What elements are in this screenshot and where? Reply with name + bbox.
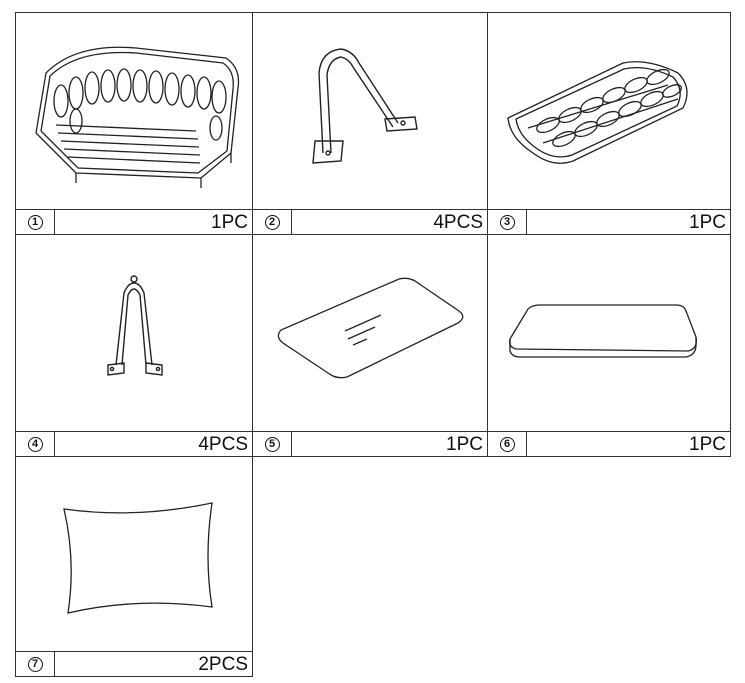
part-label-row: 2 4PCS [252, 210, 488, 235]
part-label-row: 1 1PC [15, 210, 253, 235]
part-image-box [15, 12, 253, 210]
part-label-row: 4 4PCS [15, 432, 253, 457]
rattan-seat-grid-icon [507, 61, 688, 164]
rattan-sofa-frame-icon [35, 46, 240, 188]
part-quantity: 1PC [211, 212, 248, 233]
part-cell-5: 5 1PC [252, 234, 488, 457]
part-image-box [252, 12, 488, 210]
part-quantity: 1PC [446, 434, 483, 455]
part-image-box [252, 234, 488, 432]
part-quantity: 1PC [689, 212, 726, 233]
part-cell-7: 7 2PCS [15, 456, 253, 678]
part-quantity: 1PC [689, 434, 726, 455]
straight-leg-bracket-icon [107, 275, 163, 376]
pillow-icon [63, 502, 213, 614]
part-cell-4: 4 4PCS [15, 234, 253, 457]
part-label-row: 6 1PC [487, 432, 731, 457]
part-image-box [487, 12, 731, 210]
part-cell-1: 1 1PC [15, 12, 253, 235]
part-number: 6 [499, 436, 515, 452]
part-label-row: 5 1PC [252, 432, 488, 457]
seat-cushion-icon [508, 304, 697, 358]
angled-leg-bracket-icon [312, 48, 418, 164]
part-number: 4 [27, 436, 43, 452]
part-quantity: 2PCS [198, 654, 248, 675]
part-image-box [15, 456, 253, 652]
part-label-row: 3 1PC [487, 210, 731, 235]
part-quantity: 4PCS [198, 434, 248, 455]
part-image-box [487, 234, 731, 432]
part-number: 5 [264, 436, 280, 452]
part-cell-2: 2 4PCS [252, 12, 488, 235]
part-number: 7 [27, 656, 43, 672]
part-number: 1 [27, 214, 43, 230]
part-image-box [15, 234, 253, 432]
part-number: 3 [499, 214, 515, 230]
part-label-row: 7 2PCS [15, 652, 253, 677]
part-quantity: 4PCS [433, 212, 483, 233]
part-cell-3: 3 1PC [487, 12, 731, 235]
glass-panel-icon [277, 277, 464, 379]
part-cell-6: 6 1PC [487, 234, 731, 457]
part-number: 2 [264, 214, 280, 230]
